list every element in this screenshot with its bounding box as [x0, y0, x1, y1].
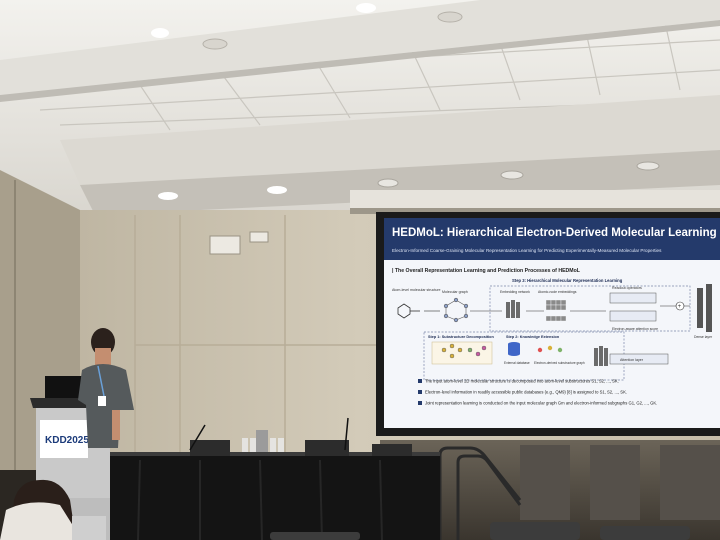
slide-bullets: The input atom-level 2D molecular struct… — [418, 379, 657, 406]
embedding-network-icon — [506, 300, 520, 318]
panel-table — [95, 417, 440, 540]
electron-graph-icon — [537, 345, 563, 353]
diagram-readout-label: Readout operators — [612, 286, 642, 290]
foreground-chairs — [270, 522, 690, 540]
ceiling-lights — [151, 3, 660, 200]
step2-label: Step 2: Knowledge Extension — [506, 335, 560, 339]
database-icon — [508, 342, 520, 356]
projection-screen — [376, 212, 720, 436]
atomic-embedding-grid — [545, 299, 567, 322]
step1-label: Step 1: Substructure Decomposition — [428, 335, 495, 339]
slide-content: HEDMoL: Hierarchical Electron-Derived Mo… — [392, 227, 717, 406]
ceiling — [0, 0, 720, 215]
diagram-attention-label: Attention layer — [620, 358, 644, 362]
diagram-atomic-label: Atomic-node embeddings — [538, 290, 577, 294]
diagram-graph-label: Molecular graph — [442, 290, 468, 294]
bullet-3: Joint representation learning is conduct… — [425, 401, 657, 406]
readout-operators: + — [609, 292, 685, 322]
diagram-dense-label: Dense layer — [694, 335, 713, 339]
stage-railing — [438, 446, 522, 540]
podium-logo-text: KDD2025 — [45, 435, 89, 446]
section-heading: | The Overall Representation Learning an… — [392, 268, 581, 274]
slide-title: HEDMoL: Hierarchical Electron-Derived Mo… — [392, 227, 717, 239]
attention-layer-box — [609, 353, 669, 365]
kdd-logo — [40, 420, 88, 458]
input-molecule-icon — [397, 303, 420, 319]
dense-layer-icon — [697, 284, 712, 332]
bullet-1: The input atom-level 2D molecular struct… — [425, 379, 619, 384]
bullet-2: Electron-level information in readily ac… — [425, 390, 627, 395]
molecular-graph-icon — [443, 297, 469, 323]
step3-label: Step 3: Hierarchical Molecular Represent… — [512, 278, 623, 283]
diagram-electron-aware-label: Electron-aware attention score — [612, 327, 658, 331]
attention-network-icon — [594, 346, 608, 366]
diagram-electron-graph-label: Electron-derived substructure graph — [534, 361, 585, 365]
substructure-graph-icon — [431, 341, 493, 365]
diagram-db-label: External database — [504, 361, 530, 365]
podium-laptop — [45, 376, 83, 398]
diagram-embedding-label: Embedding network — [500, 290, 530, 294]
slide-subtitle: Electron-Informed Coarse-Graining Molecu… — [392, 248, 662, 253]
svg-text:+: + — [678, 304, 682, 310]
audience-member — [0, 479, 106, 540]
speaker — [78, 328, 134, 448]
diagram-input-label: Atom-level molecular structure — [392, 288, 441, 292]
